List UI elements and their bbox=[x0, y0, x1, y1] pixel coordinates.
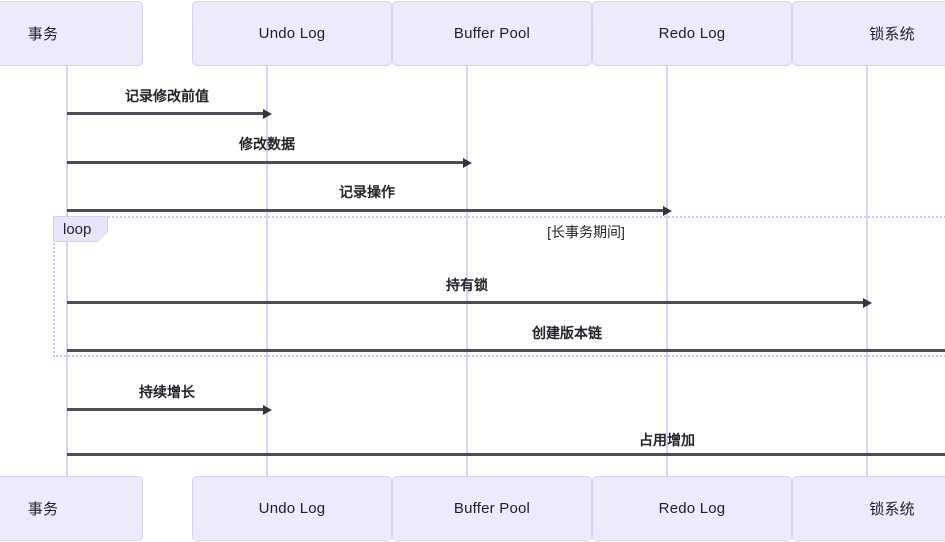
message-arrowhead-record-operation bbox=[663, 206, 672, 216]
participant-box-undo-log-top[interactable]: Undo Log bbox=[192, 1, 392, 66]
participant-box-redo-log-top[interactable]: Redo Log bbox=[592, 1, 792, 66]
message-arrowhead-record-before-value bbox=[263, 109, 272, 119]
message-line-modify-data bbox=[67, 161, 467, 164]
fragment-loop-condition: [长事务期间] bbox=[547, 224, 625, 240]
message-label-record-before-value: 记录修改前值 bbox=[125, 88, 209, 104]
message-line-create-version-chain bbox=[67, 349, 945, 352]
message-label-usage-increase: 占用增加 bbox=[639, 432, 695, 448]
message-line-record-operation bbox=[67, 209, 667, 212]
participant-label: 事务 bbox=[27, 501, 59, 518]
participant-label: 事务 bbox=[27, 26, 59, 43]
lifeline-transaction bbox=[66, 65, 68, 476]
participant-box-buffer-pool-bottom[interactable]: Buffer Pool bbox=[392, 476, 592, 541]
message-arrowhead-modify-data bbox=[463, 158, 472, 168]
lifeline-redo-log bbox=[666, 65, 668, 476]
participant-box-lock-system-top[interactable]: 锁系统 bbox=[792, 1, 945, 66]
message-line-record-before-value bbox=[67, 112, 267, 115]
message-label-record-operation: 记录操作 bbox=[339, 184, 395, 200]
participant-box-undo-log-bottom[interactable]: Undo Log bbox=[192, 476, 392, 541]
message-line-continuous-growth bbox=[67, 408, 267, 411]
participant-label: Redo Log bbox=[658, 500, 726, 517]
participant-label: Redo Log bbox=[658, 25, 726, 42]
message-arrowhead-hold-lock bbox=[863, 298, 872, 308]
participant-label: 锁系统 bbox=[869, 501, 915, 518]
message-line-usage-increase bbox=[67, 453, 945, 456]
message-label-modify-data: 修改数据 bbox=[239, 136, 295, 152]
participant-label: Undo Log bbox=[258, 500, 326, 517]
message-line-hold-lock bbox=[67, 301, 867, 304]
participant-box-transaction-top[interactable]: 事务 bbox=[0, 1, 143, 66]
participant-box-transaction-bottom[interactable]: 事务 bbox=[0, 476, 143, 541]
participant-label: Undo Log bbox=[258, 25, 326, 42]
message-label-create-version-chain: 创建版本链 bbox=[532, 325, 602, 341]
fragment-loop-keyword: loop bbox=[63, 220, 92, 238]
participant-label: 锁系统 bbox=[869, 26, 915, 43]
message-label-hold-lock: 持有锁 bbox=[446, 277, 488, 293]
lifeline-buffer-pool bbox=[466, 65, 468, 476]
lifeline-lock-system bbox=[866, 65, 868, 476]
participant-box-lock-system-bottom[interactable]: 锁系统 bbox=[792, 476, 945, 541]
participant-box-redo-log-bottom[interactable]: Redo Log bbox=[592, 476, 792, 541]
participant-box-buffer-pool-top[interactable]: Buffer Pool bbox=[392, 1, 592, 66]
participant-label: Buffer Pool bbox=[453, 500, 531, 517]
message-arrowhead-continuous-growth bbox=[263, 405, 272, 415]
participant-label: Buffer Pool bbox=[453, 25, 531, 42]
message-label-continuous-growth: 持续增长 bbox=[139, 384, 195, 400]
fragment-loop-long-transaction bbox=[53, 216, 945, 357]
fragment-loop-tab: loop bbox=[53, 216, 108, 242]
lifeline-undo-log bbox=[266, 65, 268, 476]
